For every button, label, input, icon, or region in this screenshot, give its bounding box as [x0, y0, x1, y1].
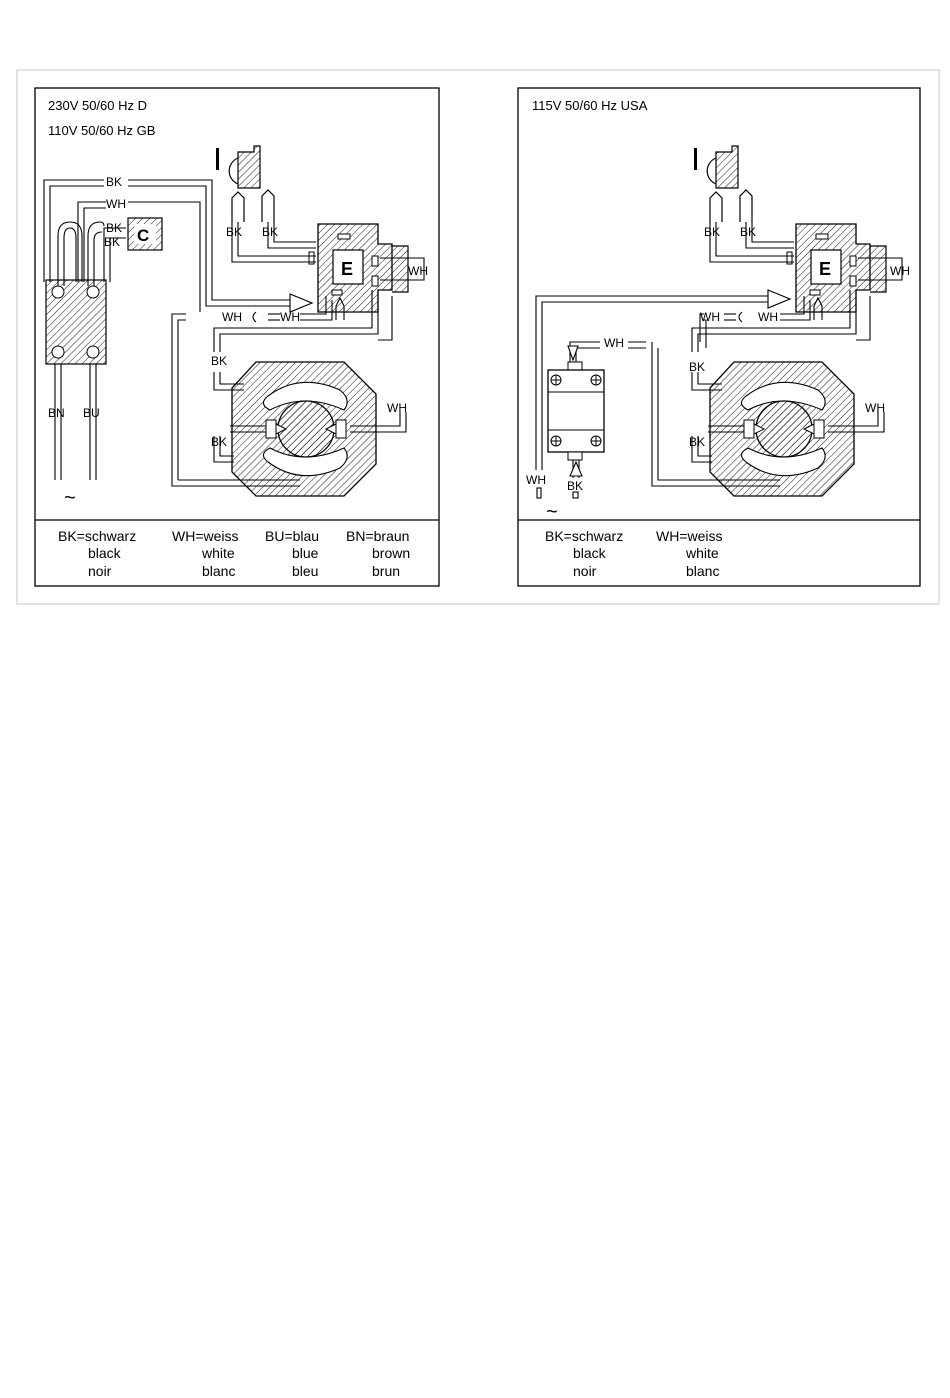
- left-legend-3-code: BN=braun: [346, 528, 409, 544]
- right-legend-1-code: WH=weiss: [656, 528, 723, 544]
- right-legend-0-code: BK=schwarz: [545, 528, 623, 544]
- right-wire-wh-lead: WH: [526, 473, 546, 487]
- left-wire-bk-stator: BK: [211, 435, 227, 449]
- left-legend-2-en: blue: [292, 545, 319, 561]
- left-suppressor-block: [46, 280, 106, 364]
- left-switch-e: [309, 224, 408, 312]
- right-wire-wh-stator: WH: [865, 401, 885, 415]
- left-wire-wh-top: WH: [106, 197, 126, 211]
- right-switch-e: [787, 224, 886, 312]
- right-panel: 115V 50/60 Hz USA BK BK E WH: [518, 88, 920, 586]
- left-wire-bn-lead: BN: [48, 406, 65, 420]
- right-ac-symbol: ~: [546, 501, 558, 523]
- left-wire-bk-c1: BK: [106, 221, 122, 235]
- left-legend-1-fr: blanc: [202, 563, 235, 579]
- left-ac-symbol: ~: [64, 487, 76, 509]
- right-legend: BK=schwarz black noir WH=weiss white bla…: [545, 528, 723, 579]
- left-legend-0-en: black: [88, 545, 122, 561]
- left-wire-bk-mid: BK: [211, 354, 227, 368]
- right-legend-1-en: white: [685, 545, 719, 561]
- right-title-line1: 115V 50/60 Hz USA: [532, 98, 648, 113]
- left-component-e-label: E: [341, 259, 353, 279]
- right-wire-wh-switch: WH: [890, 264, 910, 278]
- left-legend: BK=schwarz black noir WH=weiss white bla…: [58, 528, 410, 579]
- right-legend-0-fr: noir: [573, 563, 597, 579]
- left-wire-bk-brush-right: BK: [262, 225, 278, 239]
- right-wire-wh-block: WH: [604, 336, 624, 350]
- outer-frame: [17, 70, 939, 604]
- right-wire-bk-brush-right: BK: [740, 225, 756, 239]
- left-wire-wh-stator: WH: [387, 401, 407, 415]
- right-wire-wh-mid-left: WH: [700, 310, 720, 324]
- left-legend-0-fr: noir: [88, 563, 112, 579]
- left-legend-2-fr: bleu: [292, 563, 318, 579]
- right-wire-bk-stator: BK: [689, 435, 705, 449]
- left-title-line2: 110V 50/60 Hz GB: [48, 123, 155, 138]
- right-wire-bk-brush-left: BK: [704, 225, 720, 239]
- right-motor: [710, 362, 854, 496]
- right-wire-bk-mid: BK: [689, 360, 705, 374]
- left-legend-3-fr: brun: [372, 563, 400, 579]
- left-wire-bk-top: BK: [106, 175, 122, 189]
- left-component-c-label: C: [137, 226, 149, 245]
- right-legend-0-en: black: [573, 545, 607, 561]
- right-component-e-label: E: [819, 259, 831, 279]
- right-wire-wh-mid-right: WH: [758, 310, 778, 324]
- right-terminal-block: [548, 362, 604, 460]
- right-legend-1-fr: blanc: [686, 563, 719, 579]
- left-legend-3-en: brown: [372, 545, 410, 561]
- left-legend-2-code: BU=blau: [265, 528, 319, 544]
- left-wire-bk-brush-left: BK: [226, 225, 242, 239]
- left-panel: 230V 50/60 Hz D 110V 50/60 Hz GB BK BK E…: [35, 88, 439, 586]
- left-legend-0-code: BK=schwarz: [58, 528, 136, 544]
- left-wire-wh-mid-left: WH: [222, 310, 242, 324]
- left-legend-1-code: WH=weiss: [172, 528, 239, 544]
- left-motor: [232, 362, 376, 496]
- left-legend-1-en: white: [201, 545, 235, 561]
- left-wire-wh-mid-right: WH: [280, 310, 300, 324]
- right-wire-bk-lead: BK: [567, 479, 583, 493]
- right-brush-assembly: [694, 146, 752, 222]
- left-brush-assembly: [216, 146, 274, 222]
- left-title-line1: 230V 50/60 Hz D: [48, 98, 147, 113]
- left-wire-bu-lead: BU: [83, 406, 100, 420]
- left-wire-wh-switch: WH: [408, 264, 428, 278]
- left-wire-bk-c2: BK: [104, 235, 120, 249]
